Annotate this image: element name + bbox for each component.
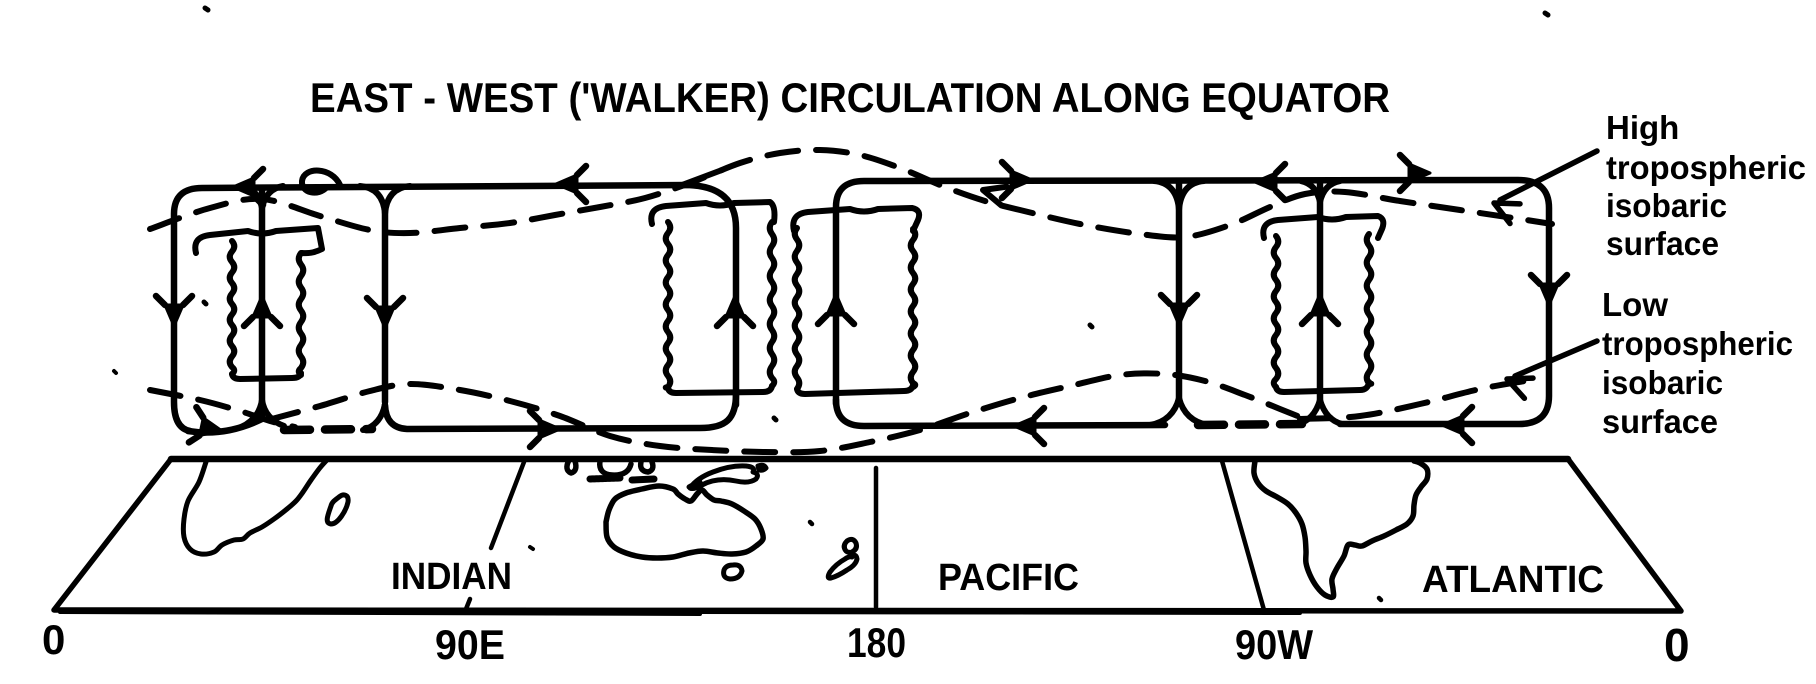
- svg-text:surface: surface: [1602, 403, 1718, 440]
- svg-text:tropospheric: tropospheric: [1606, 149, 1806, 186]
- svg-text:90W: 90W: [1235, 621, 1313, 668]
- svg-text:isobaric: isobaric: [1602, 364, 1723, 401]
- svg-text:EAST - WEST ('WALKER) CIRCULAT: EAST - WEST ('WALKER) CIRCULATION ALONG …: [310, 74, 1390, 121]
- svg-text:ATLANTIC: ATLANTIC: [1422, 559, 1604, 601]
- svg-text:PACIFIC: PACIFIC: [938, 557, 1079, 599]
- svg-text:0: 0: [1664, 619, 1690, 671]
- svg-text:tropospheric: tropospheric: [1602, 325, 1793, 362]
- svg-text:surface: surface: [1606, 225, 1719, 262]
- svg-text:Low: Low: [1602, 286, 1668, 323]
- svg-text:High: High: [1606, 109, 1679, 146]
- svg-text:isobaric: isobaric: [1606, 187, 1727, 224]
- svg-text:INDIAN: INDIAN: [391, 556, 512, 598]
- svg-text:0: 0: [42, 616, 65, 663]
- svg-text:180: 180: [847, 619, 906, 666]
- svg-text:90E: 90E: [435, 621, 505, 668]
